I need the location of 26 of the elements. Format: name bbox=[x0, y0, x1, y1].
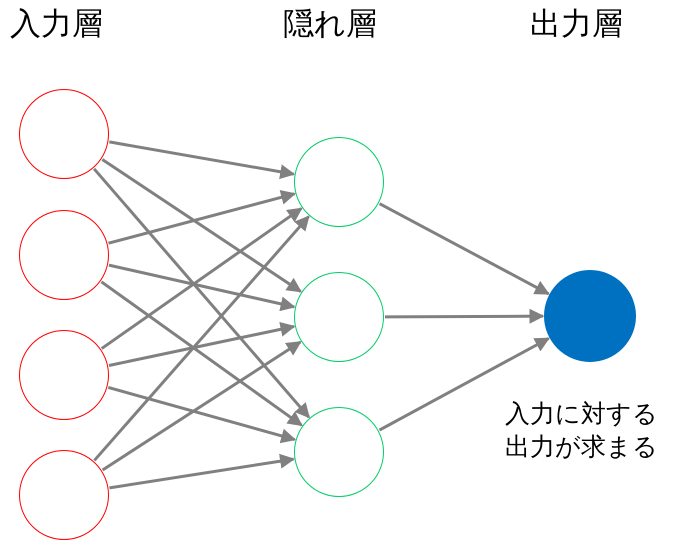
hidden-node-circle bbox=[294, 137, 384, 227]
layer-heading: 出力層 bbox=[530, 6, 623, 44]
input-node-circle bbox=[19, 210, 109, 300]
arrow bbox=[100, 280, 303, 426]
hidden-node-circle bbox=[294, 272, 384, 362]
arrow bbox=[108, 264, 296, 312]
layer-heading: 隠れ層 bbox=[283, 6, 377, 44]
arrow bbox=[378, 202, 550, 296]
input-node-circle bbox=[19, 89, 109, 179]
arrow bbox=[100, 207, 303, 350]
arrow bbox=[109, 140, 296, 180]
arrow bbox=[108, 386, 296, 444]
arrow bbox=[92, 168, 310, 418]
input-node-circle bbox=[19, 330, 109, 420]
caption-text: 入力に対する出力が求まる bbox=[505, 398, 659, 462]
arrow bbox=[101, 158, 302, 293]
arrow bbox=[385, 308, 544, 324]
hidden-node-circle bbox=[294, 407, 384, 497]
arrow bbox=[102, 340, 302, 472]
arrow bbox=[109, 454, 296, 490]
input-node-circle bbox=[19, 450, 109, 540]
layer-heading: 入力層 bbox=[10, 6, 103, 44]
arrow bbox=[93, 215, 310, 462]
arrow bbox=[378, 337, 550, 432]
arrow bbox=[108, 322, 296, 367]
arrow bbox=[108, 190, 296, 245]
